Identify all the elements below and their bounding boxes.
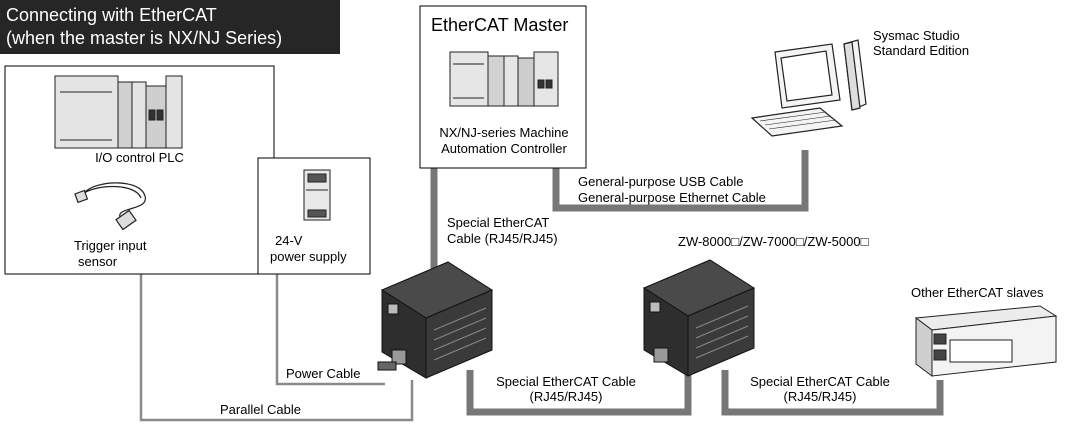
signal-cables [139, 274, 414, 422]
ecat-cable-2-label-2: (RJ45/RJ45) [783, 389, 857, 404]
usb-cable-label: General-purpose USB Cable [578, 174, 744, 189]
ethercat-cables [430, 150, 944, 416]
title-line-1: Connecting with EtherCAT [6, 5, 217, 25]
parallel-cable-line [139, 274, 414, 422]
master-label-line-1: NX/NJ-series Machine [439, 125, 569, 140]
power-cable-line [275, 274, 385, 386]
master-label-line-2: Automation Controller [441, 141, 567, 156]
title-banner: Connecting with EtherCAT (when the maste… [0, 0, 340, 54]
master-ecat-cable-label-2: Cable (RJ45/RJ45) [447, 231, 558, 246]
io-plc-label: I/O control PLC [95, 150, 184, 165]
trigger-sensor-icon [74, 182, 146, 231]
ethernet-cable-label: General-purpose Ethernet Cable [578, 190, 766, 205]
other-slaves-label: Other EtherCAT slaves [911, 285, 1044, 300]
usb-ethernet-cable [552, 150, 809, 212]
sensor-controller-1 [377, 261, 494, 379]
ethercat-slave-icon [914, 305, 1058, 377]
parallel-cable-label: Parallel Cable [220, 402, 301, 417]
power-supply-label-1: 24-V [275, 233, 303, 248]
power-supply-icon [303, 169, 331, 221]
sensor-controller-2 [642, 259, 756, 377]
ethercat-cable-2 [721, 370, 944, 416]
master-controller-icon [449, 51, 559, 107]
trigger-sensor-label-2: sensor [78, 254, 118, 269]
pc-icon [750, 39, 867, 137]
power-cable-label: Power Cable [286, 366, 361, 381]
master-heading: EtherCAT Master [431, 15, 569, 35]
master-ecat-cable-label-1: Special EtherCAT [447, 215, 550, 230]
trigger-sensor-label-1: Trigger input [74, 238, 147, 253]
sensor-models-label: ZW-8000□/ZW-7000□/ZW-5000□ [678, 234, 869, 249]
sysmac-label-1: Sysmac Studio [873, 28, 960, 43]
power-supply-label-2: power supply [270, 249, 347, 264]
io-plc-icon [54, 75, 183, 149]
ecat-cable-1-label-1: Special EtherCAT Cable [496, 374, 636, 389]
sysmac-label-2: Standard Edition [873, 43, 970, 58]
ecat-cable-2-label-1: Special EtherCAT Cable [750, 374, 890, 389]
ecat-cable-1-label-2: (RJ45/RJ45) [529, 389, 603, 404]
title-line-2: (when the master is NX/NJ Series) [6, 28, 283, 48]
ethercat-cable-1 [466, 365, 692, 416]
